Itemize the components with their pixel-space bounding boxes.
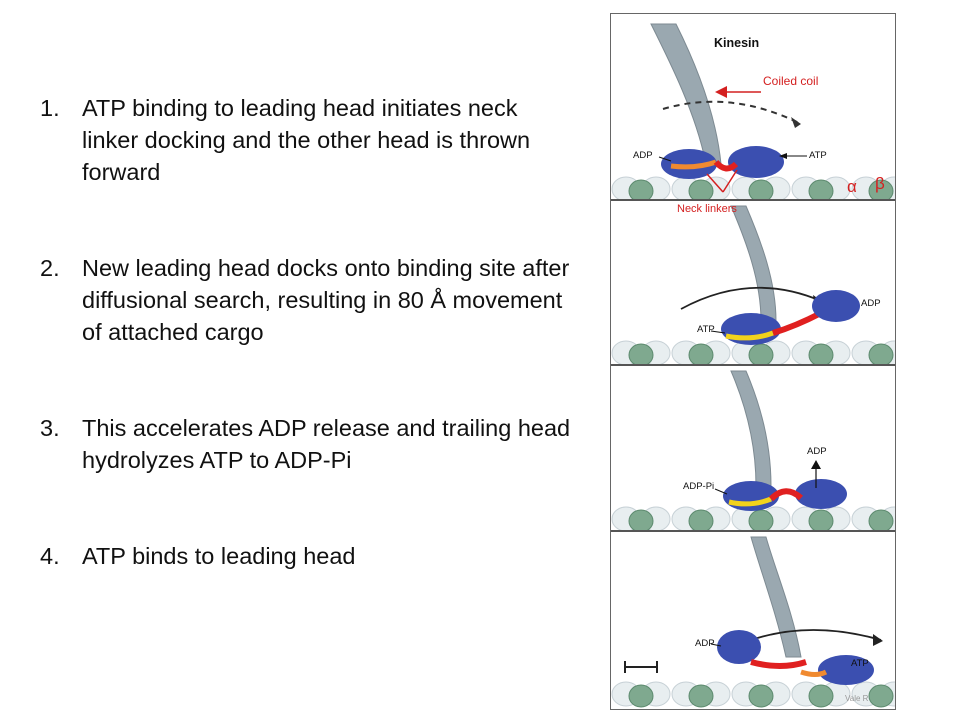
- alpha-label: α: [847, 177, 857, 196]
- beta-label: β: [875, 174, 885, 193]
- step-3: 3. This accelerates ADP release and trai…: [40, 412, 580, 476]
- panel-3-adp-label: ADP: [807, 446, 827, 457]
- panel-1-illustration: [611, 23, 895, 199]
- panel-4-atp-label: ATP: [851, 658, 869, 669]
- step-2: 2. New leading head docks onto binding s…: [40, 252, 580, 348]
- coiled-coil-label: Coiled coil: [763, 74, 819, 88]
- figure-title: Kinesin: [714, 36, 760, 50]
- panel-2-illustration: [611, 205, 895, 364]
- step-3-number: 3.: [40, 415, 60, 441]
- panel-3-adp-pi-label: ADP-Pi: [683, 481, 715, 492]
- step-2-number: 2.: [40, 255, 60, 281]
- panel-divider-1: [611, 199, 895, 201]
- step-1: 1. ATP binding to leading head initiates…: [40, 92, 580, 188]
- panel-divider-3: [611, 530, 895, 532]
- panel-2: ATP ADP: [611, 201, 895, 364]
- kinesin-figure: Kinesin Coiled coil ADP ATP α β Neck lin…: [610, 13, 896, 710]
- step-4: 4. ATP binds to leading head: [40, 540, 580, 572]
- panel-2-atp-label: ATP: [697, 324, 715, 335]
- step-3-text: This accelerates ADP release and trailin…: [82, 415, 571, 473]
- neck-linkers-label: Neck linkers: [677, 203, 737, 215]
- step-1-number: 1.: [40, 95, 60, 121]
- panel-4-adp-label: ADP: [695, 638, 715, 649]
- panel-1: Kinesin Coiled coil ADP ATP α β: [611, 14, 895, 199]
- panel-2-adp-label: ADP: [861, 298, 881, 309]
- panel-3-illustration: [611, 370, 895, 530]
- panel-divider-2: [611, 364, 895, 366]
- figure-watermark: Vale R: [845, 694, 869, 703]
- panel-4: ADP ATP Vale R: [611, 532, 895, 708]
- panel-1-atp-label: ATP: [809, 150, 827, 161]
- panel-1-adp-label: ADP: [633, 150, 653, 161]
- panel-4-illustration: [611, 536, 895, 708]
- step-4-text: ATP binds to leading head: [82, 543, 356, 569]
- panel-3: ADP-Pi ADP: [611, 366, 895, 530]
- step-1-text: ATP binding to leading head initiates ne…: [82, 95, 531, 185]
- step-2-text: New leading head docks onto binding site…: [82, 255, 570, 345]
- step-4-number: 4.: [40, 543, 60, 569]
